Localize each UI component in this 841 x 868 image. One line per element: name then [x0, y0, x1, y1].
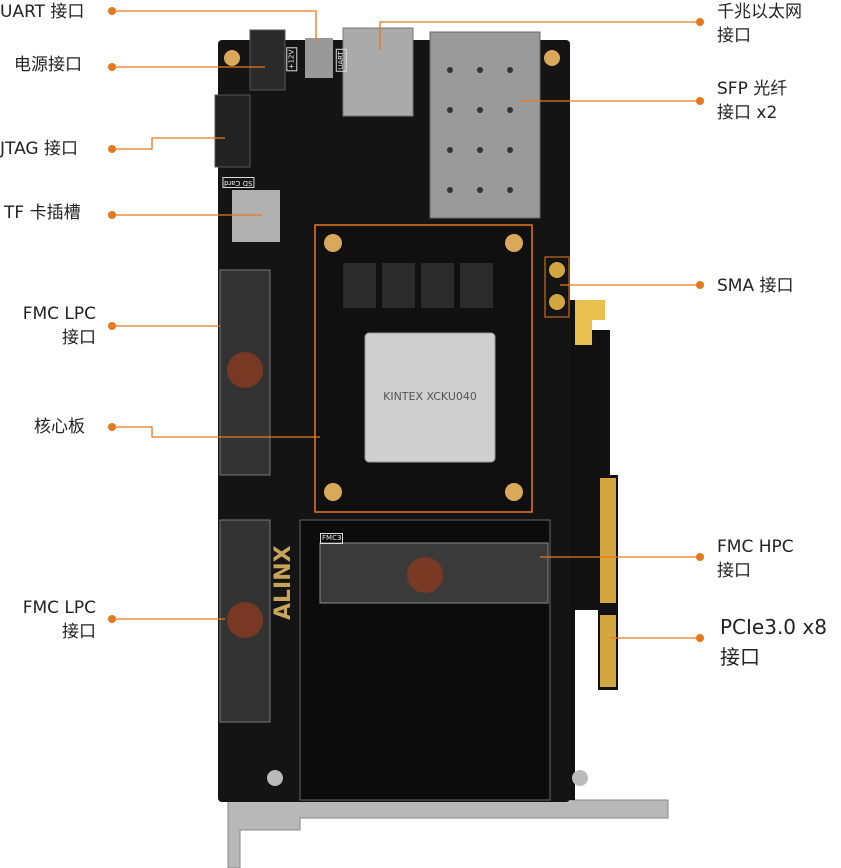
- label-power: 电源接口: [14, 55, 82, 75]
- label-jtag: JTAG 接口: [0, 139, 78, 159]
- label-sfp: SFP 光纤接口 x2: [717, 77, 787, 125]
- power-jack: [249, 29, 286, 91]
- jtag-header: [214, 94, 251, 168]
- label-ethernet: 千兆以太网接口: [717, 0, 802, 48]
- label-line: FMC LPC: [22, 304, 96, 324]
- label-line: PCIe3.0 x8: [720, 615, 827, 639]
- label-line: 接口: [720, 645, 760, 669]
- pcie-gold-fingers-2: [600, 615, 616, 687]
- leader-core: [112, 426, 320, 438]
- usb-uart-port: [305, 38, 333, 78]
- ethernet-jack: [342, 27, 414, 117]
- label-uart: UART 接口: [0, 2, 85, 22]
- label-line: FMC HPC: [717, 537, 794, 557]
- chip-text: KINTEX XCKU040: [383, 390, 477, 403]
- silk-power: +12V: [286, 47, 298, 72]
- label-core: 核心板: [34, 417, 85, 437]
- leader-uart: [112, 10, 317, 42]
- label-line: 接口: [717, 561, 751, 581]
- label-tf: TF 卡插槽: [4, 203, 81, 223]
- label-fmc-hpc: FMC HPC 接口: [717, 535, 794, 583]
- label-pcie: PCIe3.0 x8 接口: [720, 612, 827, 672]
- label-fmc-lpc-2: FMC LPC 接口: [12, 596, 96, 644]
- pcie-gold-fingers-1: [600, 478, 616, 603]
- label-fmc-lpc-1: FMC LPC 接口: [12, 302, 96, 350]
- fpga-chip: [364, 332, 496, 463]
- label-line: FMC LPC: [22, 598, 96, 618]
- label-line: SFP 光纤: [717, 79, 788, 99]
- leader-jtag: [112, 137, 225, 150]
- silk-sd-card: SD Card: [222, 177, 255, 188]
- label-line: 接口: [62, 328, 96, 348]
- silk-fmc3: FMC3: [320, 533, 344, 544]
- tf-slot: [232, 190, 280, 242]
- label-line: 千兆以太网: [717, 2, 802, 22]
- leader-ethernet: [379, 21, 700, 50]
- pcie-bracket: [227, 799, 669, 868]
- sfp-cage: [429, 31, 541, 219]
- label-line: 接口: [717, 26, 751, 46]
- label-line: 接口: [62, 622, 96, 642]
- label-sma: SMA 接口: [717, 276, 794, 296]
- brand-silk: ALINX: [271, 545, 296, 620]
- silk-uart: UART: [335, 49, 347, 72]
- label-line: 接口 x2: [717, 103, 778, 123]
